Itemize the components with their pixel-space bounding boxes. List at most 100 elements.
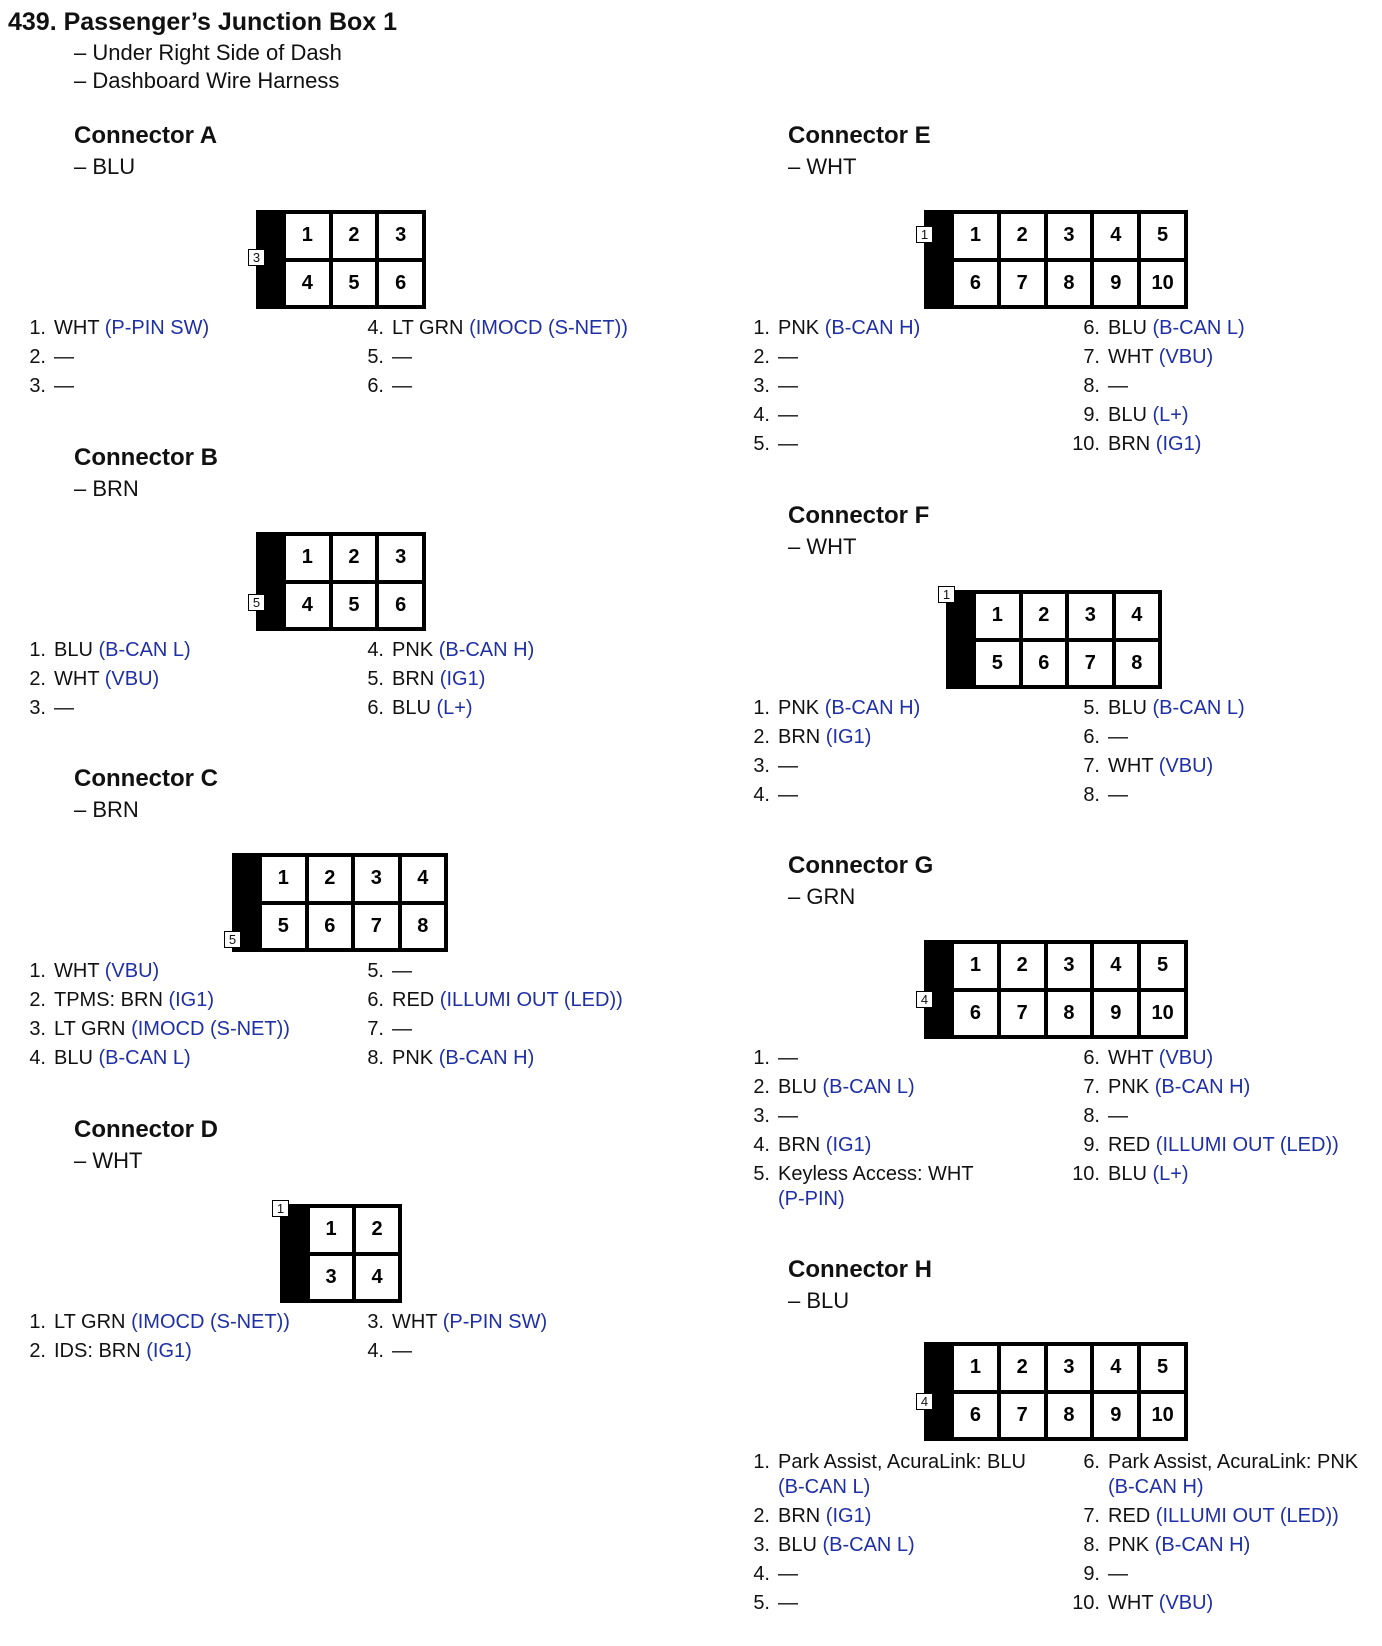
connector-housing-color: – BLU — [74, 154, 136, 179]
pin-list: 4.LT GRN (IMOCD (S-NET))5.—6.— — [356, 314, 656, 401]
pin-cell: 6 — [379, 261, 422, 305]
connector-title: Connector B — [74, 444, 218, 471]
pin-cell: 2 — [1022, 594, 1065, 638]
pin-number: 4. — [367, 317, 384, 339]
pin-cell: 2 — [1000, 214, 1044, 258]
signal-name: (B-CAN L) — [822, 1534, 915, 1556]
pin-number: 6. — [1083, 1047, 1100, 1069]
signal-name: (VBU) — [104, 960, 160, 982]
pin-cell: 6 — [308, 904, 351, 948]
pin-cell: 4 — [356, 1255, 398, 1299]
list-item: 7.PNK (B-CAN H) — [1060, 1073, 1360, 1102]
pin-number: 7. — [1083, 1505, 1100, 1527]
pin-list: 1.Park Assist, AcuraLink: BLU(B-CAN L)2.… — [730, 1448, 1050, 1618]
pin-number: 5. — [753, 1592, 770, 1614]
pin-cell: 7 — [355, 904, 398, 948]
wire-color: WHT — [54, 317, 105, 339]
wire-color: — — [392, 346, 412, 368]
wire-color: RED — [1108, 1505, 1156, 1527]
pin-cell: 5 — [262, 904, 305, 948]
pin-cell: 1 — [310, 1208, 352, 1252]
connector-title: Connector H — [788, 1256, 932, 1283]
pin-number: 9. — [1083, 404, 1100, 426]
signal-name: (B-CAN H) — [438, 1047, 535, 1069]
pin-number: 6. — [367, 375, 384, 397]
signal-name: (B-CAN L) — [98, 639, 191, 661]
pin-number: 7. — [367, 1018, 384, 1040]
signal-name: (B-CAN H) — [824, 317, 921, 339]
wire-color: Keyless Access: WHT — [778, 1163, 974, 1185]
pin-cell: 3 — [1047, 944, 1091, 988]
pin-number: 2. — [753, 346, 770, 368]
wire-color: PNK — [392, 639, 439, 661]
signal-name: (B-CAN L) — [98, 1047, 191, 1069]
wire-color: — — [1108, 784, 1128, 806]
signal-name: (B-CAN L) — [822, 1076, 915, 1098]
list-item: 3.— — [730, 1102, 1050, 1131]
list-item: 3.— — [18, 372, 338, 401]
wire-color: BLU — [1108, 1163, 1153, 1185]
signal-name: (IMOCD (S-NET)) — [131, 1311, 290, 1333]
signal-name: (IG1) — [825, 1134, 872, 1156]
list-item: 10.BLU (L+) — [1060, 1160, 1360, 1189]
list-item: 6.BLU (L+) — [356, 694, 656, 723]
pin-list: 3.WHT (P-PIN SW)4.— — [356, 1308, 656, 1366]
list-item: 5.— — [730, 430, 1050, 459]
wire-color: — — [54, 346, 74, 368]
list-item: 1.PNK (B-CAN H) — [730, 314, 1050, 343]
wire-color: TPMS: BRN — [54, 989, 169, 1011]
list-item: 8.PNK (B-CAN H) — [356, 1044, 656, 1073]
list-item: 8.PNK (B-CAN H) — [1060, 1531, 1360, 1560]
wire-color: WHT — [392, 1311, 443, 1333]
list-item: 4.— — [356, 1337, 656, 1366]
list-item: 7.— — [356, 1015, 656, 1044]
pin-cell: 7 — [1000, 991, 1044, 1035]
wire-color: — — [1108, 375, 1128, 397]
pin-number: 6. — [1083, 1451, 1100, 1473]
pin-cell: 1 — [262, 857, 305, 901]
signal-name: (P-PIN SW) — [442, 1311, 548, 1333]
list-item: 2.— — [730, 343, 1050, 372]
pin-number: 5. — [1083, 697, 1100, 719]
wire-color: PNK — [392, 1047, 439, 1069]
list-item: 8.— — [1060, 781, 1360, 810]
wire-color: BRN — [778, 1505, 826, 1527]
wire-color: — — [392, 1340, 412, 1362]
pin-cell: 8 — [1047, 261, 1091, 305]
signal-name: (P-PIN) — [778, 1188, 845, 1210]
list-item: 1.WHT (VBU) — [18, 957, 338, 986]
pin-cell: 10 — [1141, 1393, 1184, 1437]
wire-color: — — [778, 1592, 798, 1614]
pin-cell: 3 — [1047, 1346, 1091, 1390]
pin-list: 1.LT GRN (IMOCD (S-NET))2.IDS: BRN (IG1) — [18, 1308, 338, 1366]
pin-cell: 4 — [1094, 1346, 1138, 1390]
connector-reference-tag: 4 — [916, 1393, 933, 1410]
pin-number: 2. — [753, 1076, 770, 1098]
wire-color: BLU — [778, 1534, 823, 1556]
pin-cell: 6 — [379, 583, 422, 627]
connector-reference-tag: 1 — [272, 1200, 289, 1217]
pin-list: 6.BLU (B-CAN L)7.WHT (VBU)8.—9.BLU (L+)1… — [1060, 314, 1360, 459]
wire-color: BLU — [1108, 317, 1153, 339]
wire-color: — — [778, 1105, 798, 1127]
signal-name: (VBU) — [1158, 346, 1214, 368]
list-item: 3.BLU (B-CAN L) — [730, 1531, 1050, 1560]
connector-reference-tag: 4 — [916, 991, 933, 1008]
list-item: 5.— — [356, 957, 656, 986]
pin-number: 5. — [753, 1163, 770, 1185]
wire-color: BRN — [392, 668, 440, 690]
pin-number: 1. — [753, 1047, 770, 1069]
signal-name: (IG1) — [146, 1340, 192, 1362]
signal-name: (VBU) — [1158, 755, 1214, 777]
signal-name: (L+) — [1152, 404, 1189, 426]
pin-cell: 4 — [1094, 214, 1138, 258]
list-item: 2.IDS: BRN (IG1) — [18, 1337, 338, 1366]
pin-cell: 1 — [286, 214, 329, 258]
list-item: 6.BLU (B-CAN L) — [1060, 314, 1360, 343]
pin-cell: 3 — [355, 857, 398, 901]
wire-color: BLU — [54, 639, 99, 661]
list-item: 7.RED (ILLUMI OUT (LED)) — [1060, 1502, 1360, 1531]
